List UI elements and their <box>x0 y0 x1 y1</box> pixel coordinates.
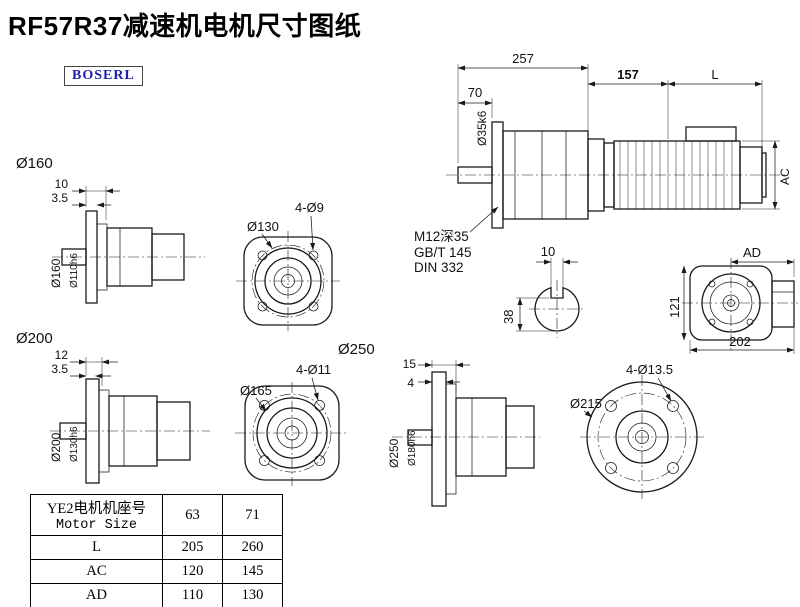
face215-view: 4-Ø13.5 Ø215 <box>570 362 704 499</box>
motor-rear-view: AD 121 202 <box>667 245 798 354</box>
tap-note-din: DIN 332 <box>414 260 464 275</box>
table-row-AD: AD 110 130 <box>30 583 283 607</box>
dim-12-label: 12 <box>55 348 69 362</box>
dia-165-label: Ø165 <box>240 383 272 398</box>
view-label-250: Ø250 <box>338 341 375 358</box>
flange160-profile-view: Ø160 10 3.5 Ø160 Ø110h6 <box>16 155 205 304</box>
dim-3-5-label: 3.5 <box>51 191 68 205</box>
row-label-L: L <box>30 535 163 560</box>
dia-215-label: Ø215 <box>570 396 602 411</box>
row-label-AC: AC <box>30 559 163 584</box>
row-L-value-63: 205 <box>162 535 223 560</box>
dim-121-label: 121 <box>667 296 682 318</box>
main-assembly-view: 257 157 L 70 Ø35k6 AC M12深35 GB/T 145 DI… <box>414 51 792 275</box>
flange200-profile-view: Ø200 12 3.5 Ø200 Ø130h6 <box>16 330 210 484</box>
holes-4x13-5-label: 4-Ø13.5 <box>626 362 673 377</box>
table-header-en: Motor Size <box>55 518 137 533</box>
motor-size-table: YE2电机机座号 Motor Size 63 71 L 205 260 AC 1… <box>30 494 283 607</box>
dia-160-label: Ø160 <box>49 258 63 288</box>
shaft-section-view: 10 38 <box>501 244 585 338</box>
dim-202-label: 202 <box>729 334 751 349</box>
boserl-logo: BOSERL <box>64 66 143 86</box>
table-header-motor-size: YE2电机机座号 Motor Size <box>30 494 163 536</box>
face165-view: Ø250 4-Ø11 Ø165 <box>235 341 375 486</box>
dia-250-label: Ø250 <box>387 438 401 468</box>
row-L-value-71: 260 <box>222 535 283 560</box>
frame-size-63: 63 <box>162 494 223 536</box>
shaft-diameter-label: Ø35k6 <box>475 110 489 146</box>
face130-view: Ø130 4-Ø9 <box>236 200 340 331</box>
boserl-logo-text: BOSERL <box>72 68 135 83</box>
dim-38-label: 38 <box>501 310 516 324</box>
spigot-180h6-label: Ø180h6 <box>407 430 418 466</box>
table-header-cn: YE2电机机座号 <box>46 501 147 517</box>
dia-200-label: Ø200 <box>49 432 63 462</box>
table-row-L: L 205 260 <box>30 535 283 560</box>
dim-157-label: 157 <box>617 67 639 82</box>
dim-15-label: 15 <box>403 357 417 371</box>
dim-4-label: 4 <box>407 376 414 390</box>
dim-L-label: L <box>711 67 718 82</box>
holes-4x11-label: 4-Ø11 <box>296 362 331 377</box>
dim-AD-label: AD <box>743 245 761 260</box>
dim-3-5-label: 3.5 <box>51 362 68 376</box>
row-label-AD: AD <box>30 583 163 607</box>
tap-note-gbt: GB/T 145 <box>414 245 472 260</box>
row-AD-value-71: 130 <box>222 583 283 607</box>
dim-AC-label: AC <box>778 168 792 185</box>
spigot-130h6-label: Ø130h6 <box>69 426 80 462</box>
tap-note-m12: M12深35 <box>414 229 469 244</box>
dia-130-label: Ø130 <box>247 219 279 234</box>
dim-70-label: 70 <box>468 85 482 100</box>
dim-10-label: 10 <box>55 177 69 191</box>
row-AC-value-63: 120 <box>162 559 223 584</box>
holes-4x9-label: 4-Ø9 <box>295 200 324 215</box>
table-row-AC: AC 120 145 <box>30 559 283 584</box>
view-label-200: Ø200 <box>16 330 53 347</box>
row-AC-value-71: 145 <box>222 559 283 584</box>
frame-size-71: 71 <box>222 494 283 536</box>
row-AD-value-63: 110 <box>162 583 223 607</box>
view-label-160: Ø160 <box>16 155 53 172</box>
flange250-profile-view: 15 4 Ø250 Ø180h6 <box>387 357 540 507</box>
page-title: RF57R37减速机电机尺寸图纸 <box>8 11 362 41</box>
dim-key-10-label: 10 <box>541 244 555 259</box>
dim-257-label: 257 <box>512 51 534 66</box>
spigot-110h6-label: Ø110h6 <box>69 253 80 288</box>
table-header-row: YE2电机机座号 Motor Size 63 71 <box>30 494 283 536</box>
